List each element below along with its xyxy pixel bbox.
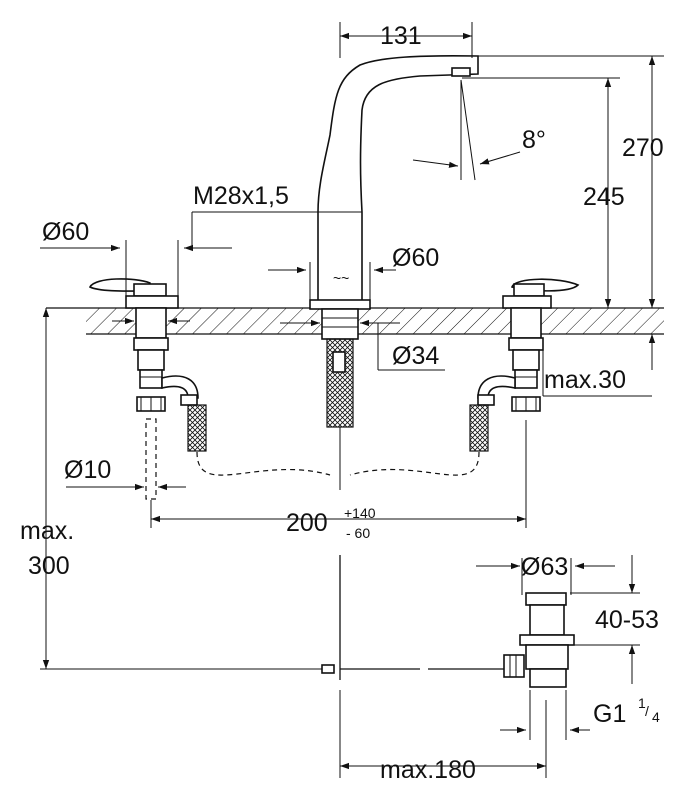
popup-waste bbox=[321, 555, 575, 688]
spout: ~~ bbox=[309, 54, 479, 490]
spout-base-diameter-label: Ø60 bbox=[392, 244, 439, 272]
spout-angle-label: 8° bbox=[522, 126, 546, 154]
handle-diameter-label: Ø60 bbox=[42, 218, 89, 246]
hole-diameter-label: Ø34 bbox=[392, 342, 439, 370]
left-handle-valve bbox=[88, 278, 207, 500]
waste-thread-denominator: 4 bbox=[652, 709, 660, 725]
waste-thread-fraction-slash: / bbox=[645, 703, 649, 719]
hose-path-right bbox=[349, 451, 480, 476]
rod-reach-label: max.180 bbox=[380, 756, 476, 784]
spout-height-label: 245 bbox=[583, 183, 625, 211]
svg-text:~~: ~~ bbox=[333, 270, 349, 286]
thread-label: M28x1,5 bbox=[193, 182, 289, 210]
dimension-lines bbox=[40, 22, 664, 778]
spread-base-label: 200 bbox=[286, 509, 328, 537]
waste-adjust-label: 40-53 bbox=[595, 606, 659, 634]
spread-plus-label: +140 bbox=[344, 505, 376, 521]
spread-minus-label: - 60 bbox=[346, 525, 370, 541]
deck-thickness-label: max.30 bbox=[544, 366, 626, 394]
hose-path-left bbox=[196, 451, 331, 476]
spout-reach-label: 131 bbox=[380, 22, 422, 50]
hose-diameter-label: Ø10 bbox=[64, 456, 111, 484]
max-height-value: 300 bbox=[28, 552, 70, 580]
total-height-label: 270 bbox=[622, 134, 664, 162]
right-handle-valve bbox=[469, 278, 580, 452]
waste-thread-numerator: 1 bbox=[638, 695, 646, 711]
waste-diameter-label: Ø63 bbox=[521, 553, 568, 581]
waste-thread-label: G1 bbox=[593, 700, 626, 728]
max-height-label: max. bbox=[20, 517, 74, 545]
